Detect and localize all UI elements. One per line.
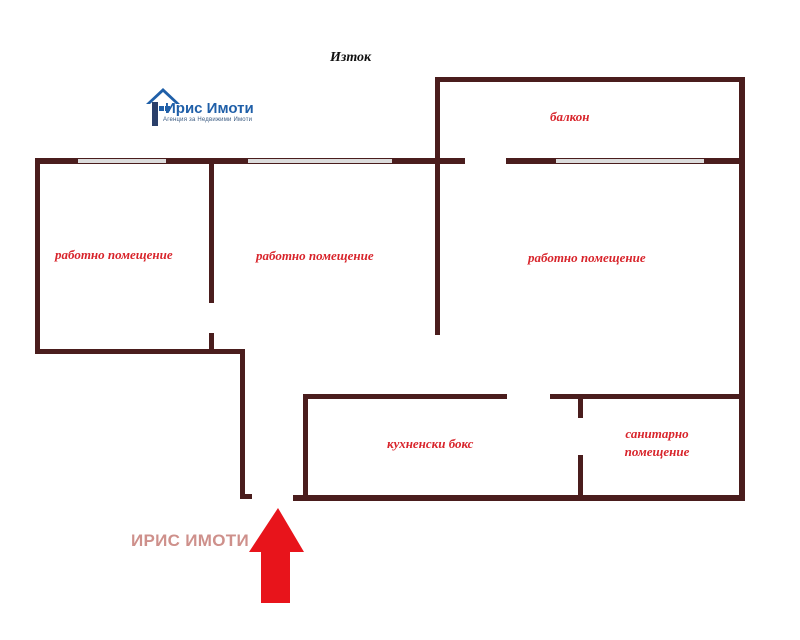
room-label-bathroom: санитарно помещение [612, 425, 702, 461]
wall-partition-1 [209, 158, 214, 303]
wall-balcony-left [435, 77, 440, 164]
room-label-work-2: работно помещение [256, 248, 374, 263]
window-1 [78, 159, 166, 163]
compass-label: Изток [330, 50, 372, 65]
wall-corridor-left-foot [240, 494, 252, 499]
wall-bathroom-b [578, 455, 583, 500]
window-2 [248, 159, 392, 163]
wall-kitchen-top-b [550, 394, 745, 399]
wall-balcony-top [435, 77, 745, 82]
room-label-bathroom-line1: санитарно [625, 426, 689, 441]
wall-kitchen-left [303, 394, 308, 500]
logo-title: Ирис Имоти [165, 100, 254, 117]
windows [78, 159, 704, 163]
room-label-bathroom-line2: помещение [624, 444, 690, 459]
wall-left [35, 158, 40, 354]
room-label-kitchenette: кухненски бокс [387, 436, 474, 451]
room-label-balcony: балкон [550, 109, 590, 124]
wall-bathroom-a [578, 394, 583, 418]
wall-right [739, 77, 745, 501]
house-icon [146, 88, 180, 126]
room-label-work-3: работно помещение [528, 250, 646, 265]
arrow-up-icon [249, 508, 304, 603]
logo-subtitle: Агенция за Недвижими Имоти [163, 117, 253, 123]
wall-kitchen-top-a [303, 394, 507, 399]
window-3 [556, 159, 704, 163]
wall-partition-2 [435, 158, 440, 335]
room-label-work-1: работно помещение [55, 247, 173, 262]
wall-corridor-left [240, 349, 245, 499]
watermark-text: ИРИС ИМОТИ [131, 531, 249, 550]
agency-logo [143, 84, 283, 128]
wall-partition-1b [209, 333, 214, 353]
wall-left-bottom [35, 349, 245, 354]
wall-bottom [293, 495, 745, 501]
